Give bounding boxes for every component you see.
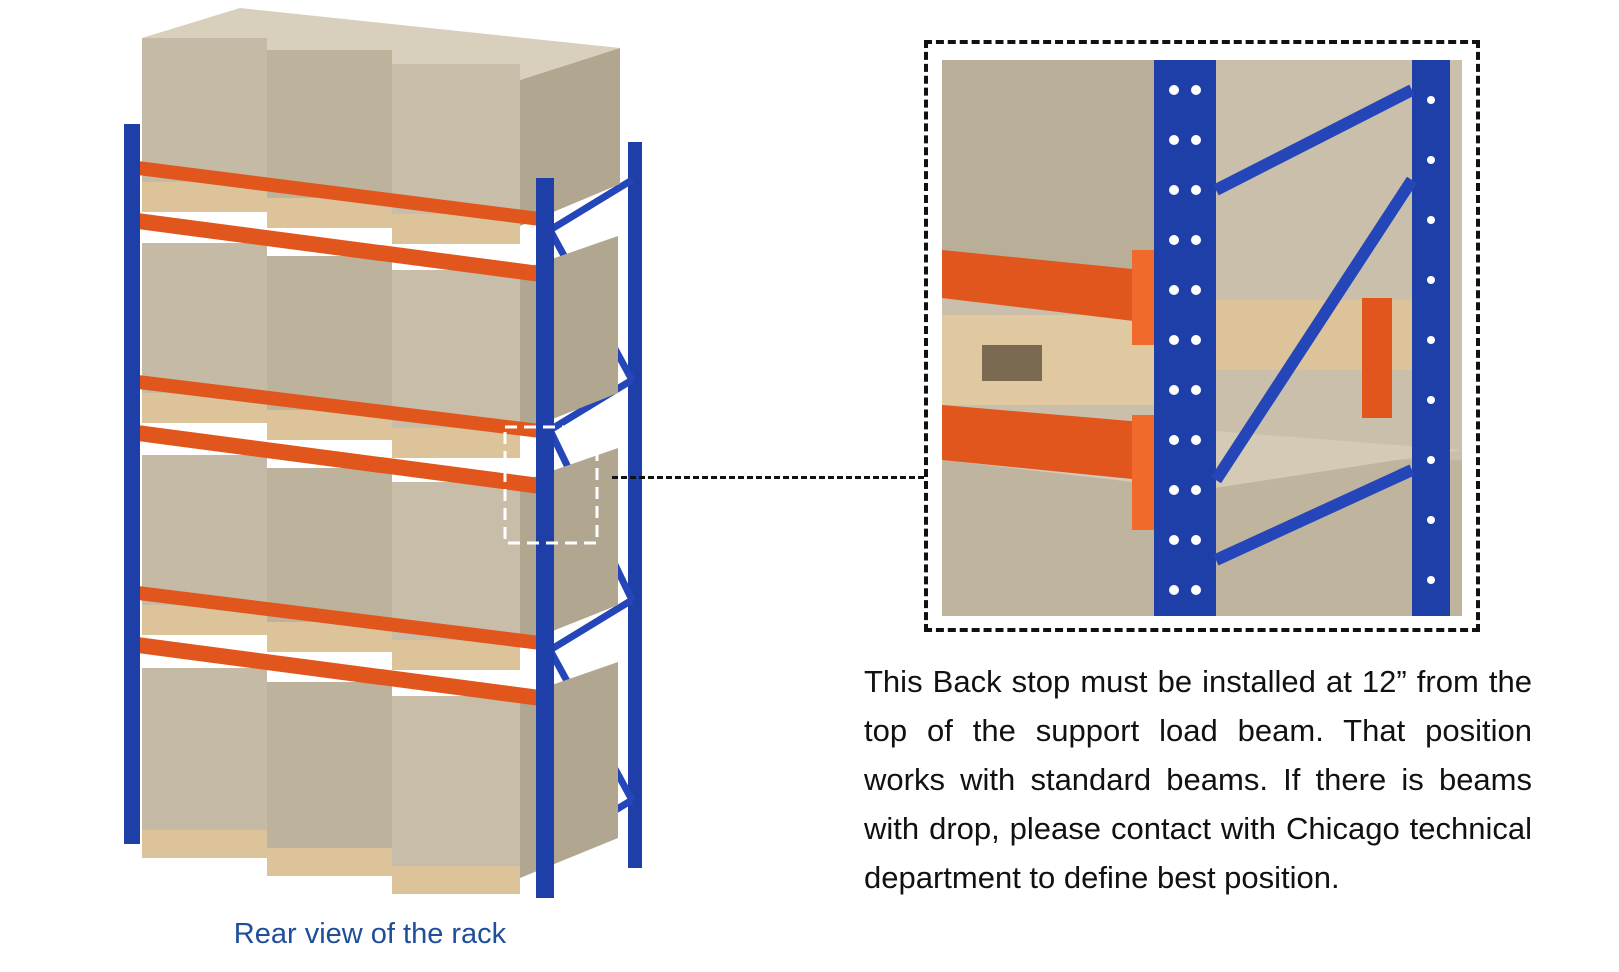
upright-front-left: [124, 124, 140, 844]
detail-upright-front: [1154, 60, 1216, 616]
detail-bracing: [1210, 84, 1418, 566]
detail-upright-holes: [1169, 85, 1435, 595]
pallet-row-level-1: [142, 605, 520, 670]
detail-beam-upper: [942, 250, 1142, 322]
rack-illustration: [0, 0, 680, 972]
detail-back-stop: [1362, 298, 1392, 418]
upright-back-right: [628, 142, 642, 868]
detail-callout-frame: [924, 40, 1480, 632]
detail-highlight-box: [503, 425, 599, 545]
rack-caption: Rear view of the rack: [233, 918, 507, 950]
pallet-row-bottom: [142, 830, 520, 894]
detail-beam-lower: [942, 405, 1142, 480]
load-beams: [130, 160, 540, 706]
rack-drawing: [124, 8, 642, 898]
installation-note: This Back stop must be installed at 12” …: [864, 664, 1532, 895]
callout-connector-line: [612, 476, 924, 479]
detail-closeup: [942, 60, 1462, 616]
detail-connector-plate-upper: [1132, 250, 1154, 345]
pallet-row-level-2: [142, 393, 520, 458]
detail-pallet: [942, 315, 1162, 405]
detail-connector-plate-lower: [1132, 415, 1154, 530]
upright-front-right: [536, 178, 554, 898]
